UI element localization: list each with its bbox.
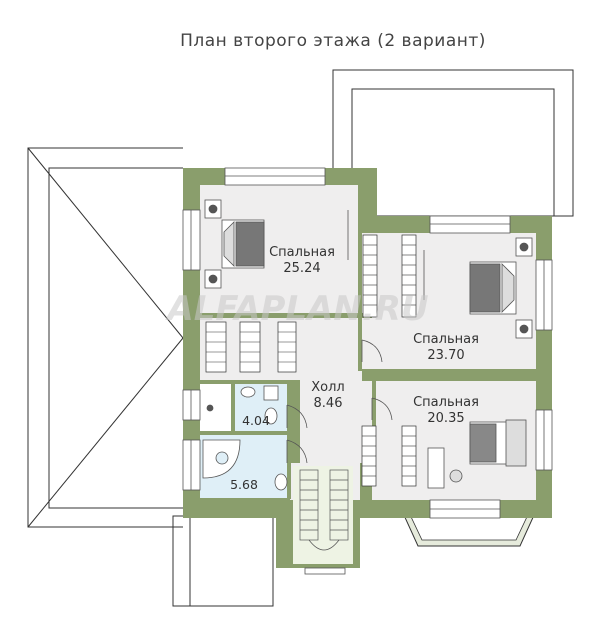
desk: [427, 447, 463, 489]
stairs: [299, 469, 349, 551]
plan-title: План второго этажа (2 вариант): [180, 31, 486, 51]
bed-3: [469, 419, 527, 467]
wardrobe-stripes: [206, 244, 416, 477]
room-area-bedroom-3: 20.35: [427, 411, 464, 426]
room-name-bedroom-3: Спальная: [413, 395, 479, 410]
room-name-hall: Холл: [311, 380, 344, 395]
room-area-hall: 8.46: [314, 396, 343, 411]
bed-1: [204, 199, 265, 289]
terrace-bottom-left: [172, 515, 274, 607]
roof-outline-left: [27, 147, 184, 528]
room-area-wc: 4.04: [242, 413, 270, 428]
bed-2: [469, 237, 533, 339]
doors: [286, 210, 425, 464]
room-name-bedroom-1: Спальная: [269, 245, 335, 260]
windows: [182, 167, 553, 575]
room-area-bedroom-2: 23.70: [427, 348, 464, 363]
room-name-bedroom-2: Спальная: [413, 332, 479, 347]
room-area-bedroom-1: 25.24: [283, 261, 320, 276]
room-area-bathroom: 5.68: [230, 477, 258, 492]
watermark: ALFAPLAN.RU: [164, 289, 428, 329]
inner-walls: [200, 216, 536, 499]
bathroom-fixtures: [202, 385, 288, 491]
